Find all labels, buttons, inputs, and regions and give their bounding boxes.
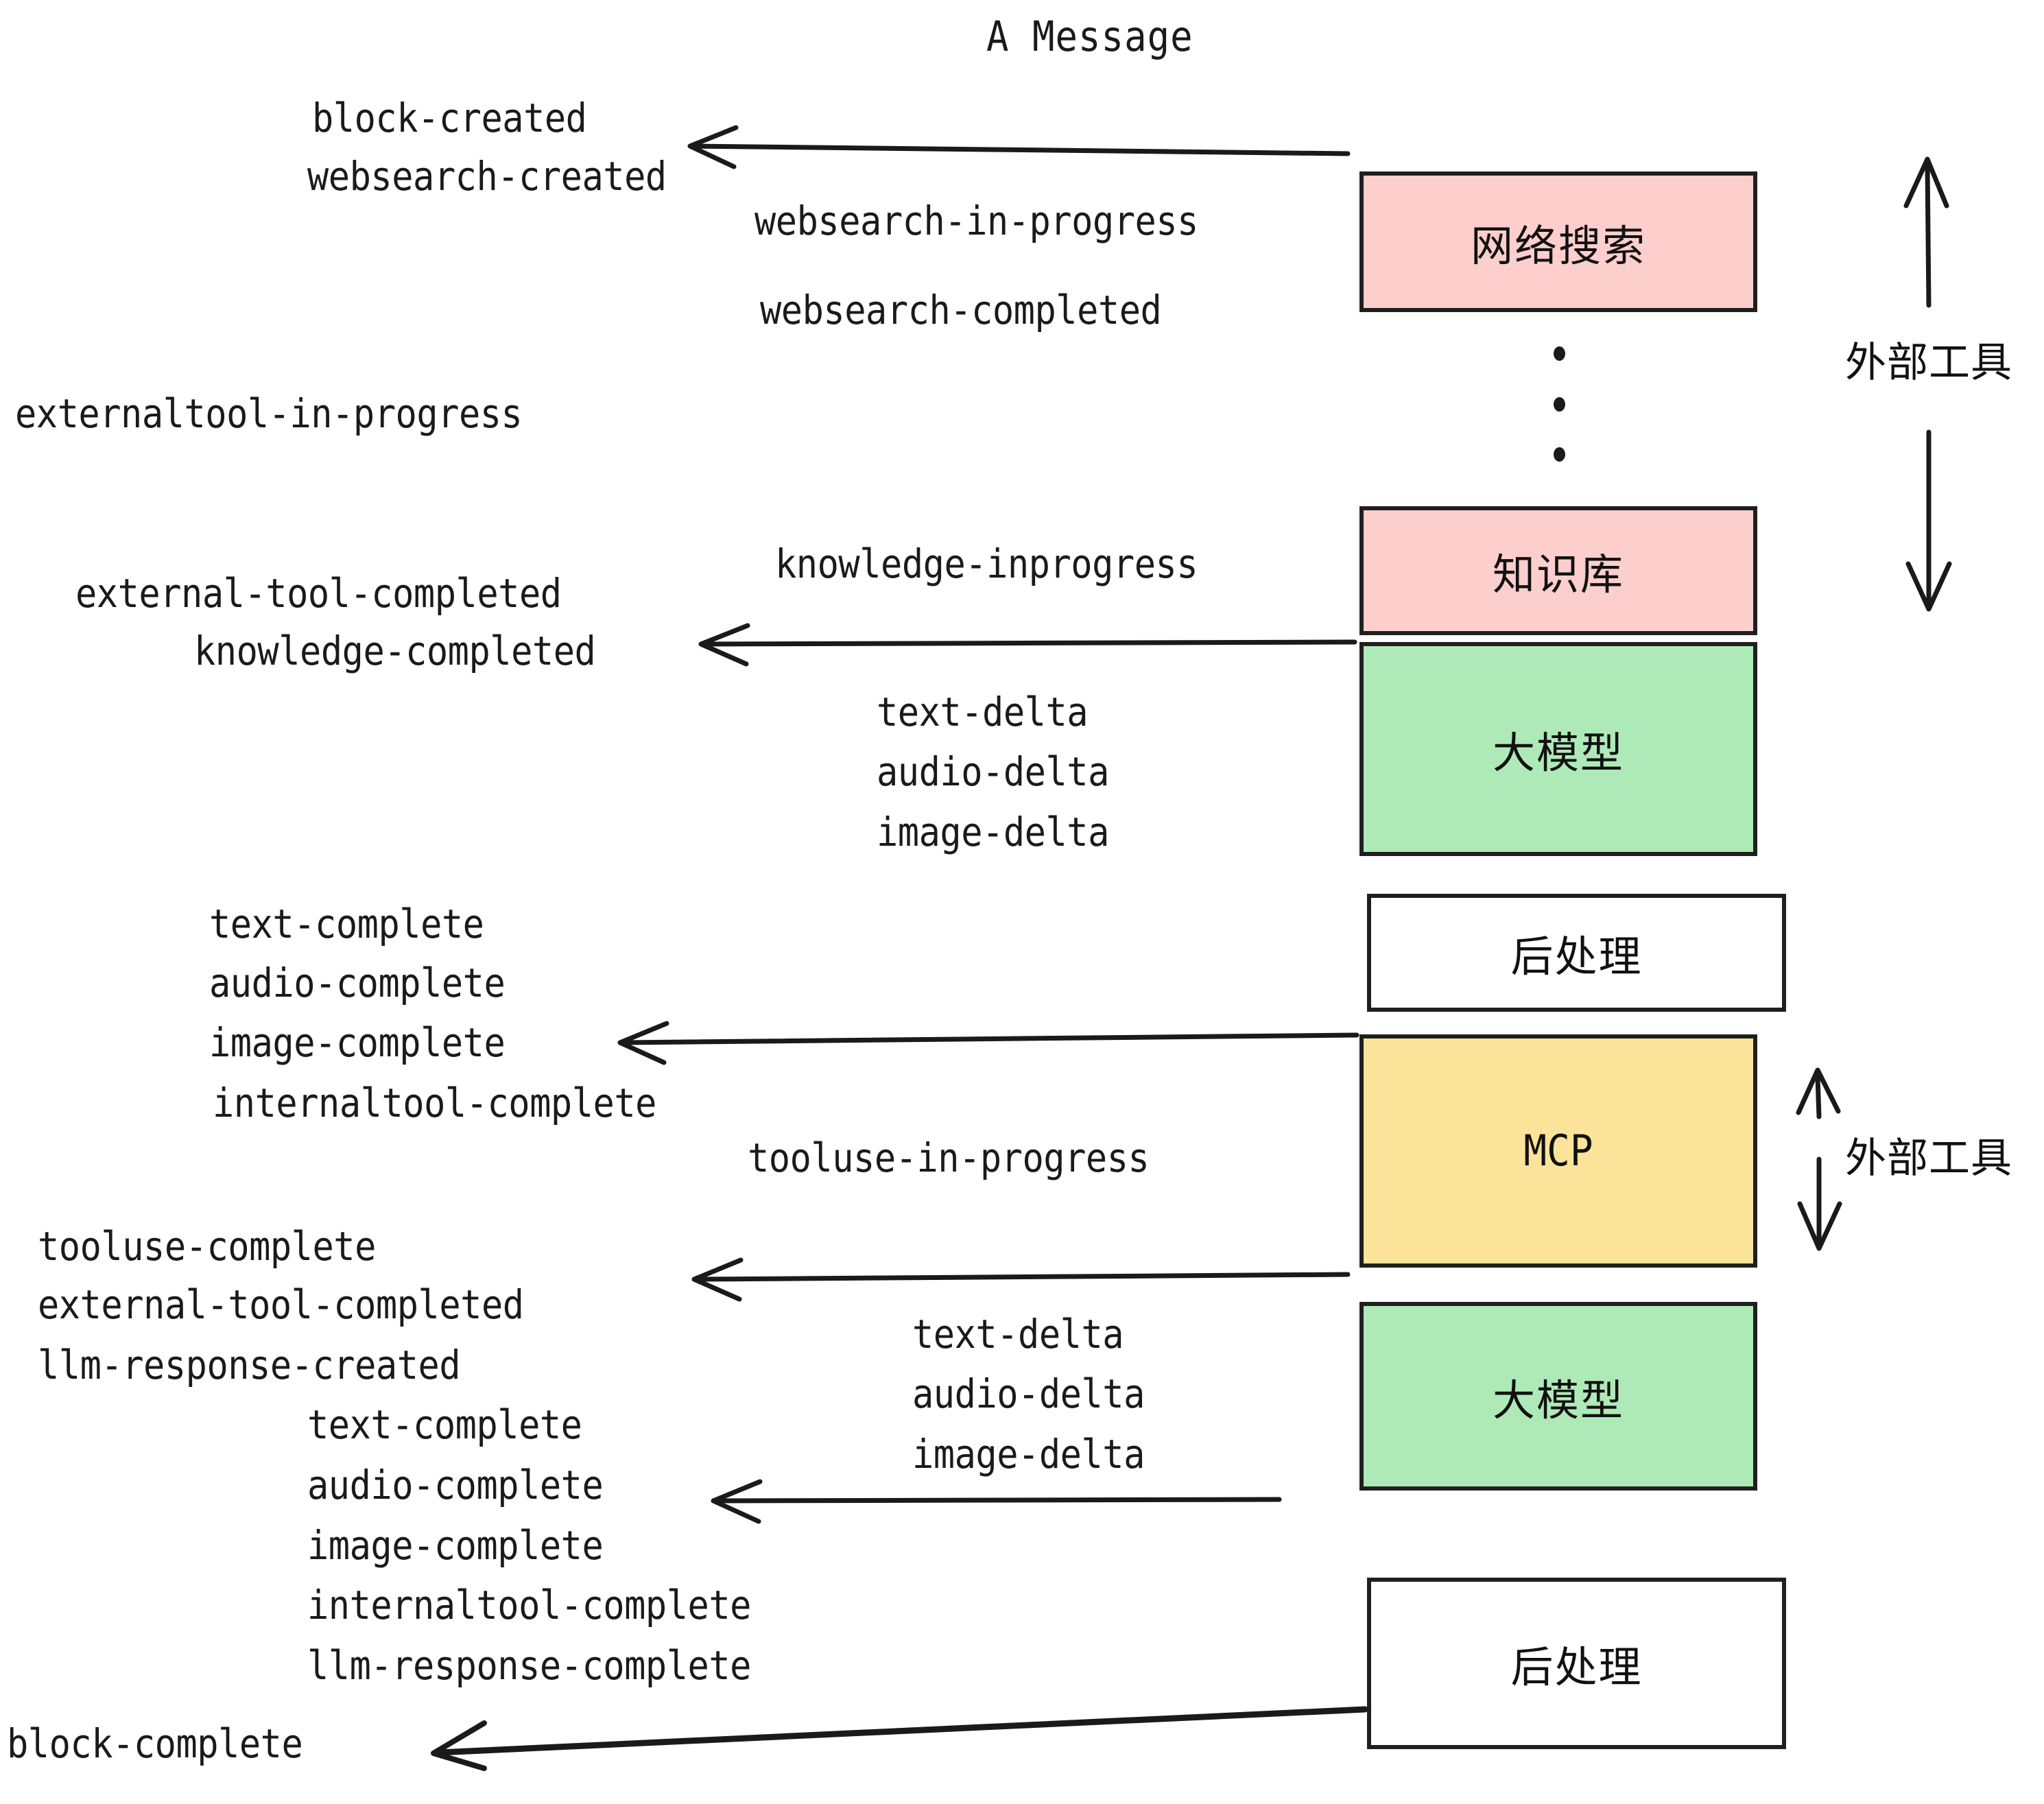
event-knowledge-completed: knowledge-completed [194, 628, 596, 675]
event-tooluse-in-progress: tooluse-in-progress [748, 1135, 1150, 1182]
event-external-tool-completed-1: external-tool-completed [75, 571, 562, 617]
event-block-created: block-created [312, 95, 587, 142]
event-audio-delta-2: audio-delta [912, 1371, 1145, 1418]
event-llm-response-created: llm-response-created [38, 1342, 461, 1389]
ellipsis-dot [1553, 447, 1565, 462]
node-mcp[interactable]: MCP [1359, 1034, 1757, 1268]
node-postprocess-lower[interactable]: 后处理 [1367, 1578, 1786, 1749]
event-image-delta-1: image-delta [877, 809, 1109, 856]
bracket-arrow-external-tools-bottom [1796, 1067, 1842, 1251]
page-title: A Message [986, 12, 1193, 61]
event-knowledge-inprogress: knowledge-inprogress [775, 541, 1198, 588]
event-text-complete-1: text-complete [209, 901, 484, 948]
node-label: 知识库 [1492, 549, 1624, 600]
node-label: 网络搜索 [1470, 220, 1646, 271]
vertical-ellipsis-icon [1552, 346, 1566, 462]
arrow-mcp-to-image-complete [617, 1021, 1359, 1065]
arrow-llm-lower-to-audio-complete [711, 1479, 1282, 1524]
node-label: 大模型 [1492, 1375, 1624, 1425]
event-tooluse-complete: tooluse-complete [38, 1224, 376, 1270]
node-label: 后处理 [1510, 931, 1643, 982]
arrow-postprocess-to-block-complete [431, 1706, 1368, 1771]
event-llm-response-complete: llm-response-complete [307, 1643, 751, 1689]
event-externaltool-in-progress: externaltool-in-progress [15, 391, 523, 438]
node-llm-upper[interactable]: 大模型 [1359, 642, 1757, 856]
event-internaltool-complete-1: internaltool-complete [213, 1080, 656, 1127]
node-label: 大模型 [1492, 728, 1624, 778]
event-image-complete-1: image-complete [209, 1020, 506, 1067]
node-postprocess-upper[interactable]: 后处理 [1367, 894, 1786, 1012]
node-llm-lower[interactable]: 大模型 [1359, 1302, 1757, 1491]
event-block-complete: block-complete [7, 1721, 303, 1768]
event-websearch-in-progress: websearch-in-progress [754, 198, 1198, 245]
event-websearch-created: websearch-created [307, 154, 667, 200]
event-audio-complete-2: audio-complete [307, 1462, 604, 1509]
event-websearch-completed: websearch-completed [760, 287, 1162, 334]
side-label-external-tools-bottom: 外部工具 [1845, 1135, 2012, 1183]
ellipsis-dot [1553, 346, 1565, 361]
event-image-delta-2: image-delta [912, 1432, 1145, 1478]
event-audio-delta-1: audio-delta [877, 749, 1109, 796]
event-internaltool-complete-2: internaltool-complete [307, 1582, 751, 1629]
node-label: MCP [1523, 1126, 1593, 1176]
event-text-complete-2: text-complete [307, 1402, 582, 1449]
event-external-tool-completed-2: external-tool-completed [38, 1282, 524, 1329]
arrow-llm-to-knowledge-completed [698, 623, 1357, 667]
arrow-mcp-to-tooluse-complete [691, 1257, 1351, 1302]
event-text-delta-1: text-delta [877, 689, 1089, 736]
arrow-websearch-to-block-created [687, 125, 1351, 169]
event-text-delta-2: text-delta [912, 1312, 1124, 1358]
side-label-external-tools-top: 外部工具 [1845, 339, 2012, 387]
node-knowledge-base[interactable]: 知识库 [1359, 506, 1757, 635]
node-websearch[interactable]: 网络搜索 [1359, 171, 1757, 312]
event-audio-complete-1: audio-complete [209, 960, 506, 1007]
ellipsis-dot [1553, 396, 1565, 412]
node-label: 后处理 [1510, 1642, 1643, 1692]
event-image-complete-2: image-complete [307, 1523, 604, 1569]
